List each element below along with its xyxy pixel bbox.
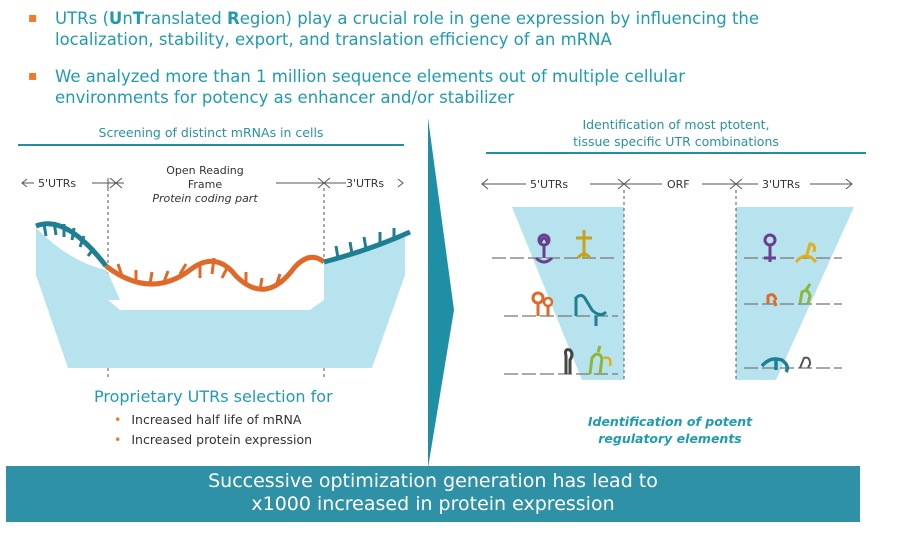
mrna-5utr-strand <box>35 221 108 268</box>
benefit-item-half-life: •Increased half life of mRNA <box>114 412 302 427</box>
left-header-rule <box>18 144 404 146</box>
right-utr3-label: 3'UTRs <box>762 178 801 191</box>
mrna-3utr-strand <box>323 229 412 265</box>
bullet-marker: • <box>114 432 122 447</box>
bullet-marker: ▪ <box>28 10 38 26</box>
right-panel-header: Identification of most ptotent,tissue sp… <box>573 117 779 149</box>
right-header-rule <box>486 152 866 154</box>
utr-element-5-row2 <box>531 291 608 326</box>
proprietary-utrs-title: Proprietary UTRs selection for <box>94 387 333 406</box>
right-bracket-arrows <box>481 178 853 190</box>
bullet-marker: • <box>114 412 122 427</box>
utr3-funnel <box>736 207 854 380</box>
utr-element-3-row3 <box>760 356 812 373</box>
bullet-marker: ▪ <box>28 68 38 84</box>
utr-element-5-row1 <box>534 230 592 264</box>
left-utr3-label: 3'UTRs <box>346 177 385 190</box>
cell-tray-shape <box>36 228 405 368</box>
utr-element-3-row1 <box>763 233 818 264</box>
utr-element-3-row2 <box>766 283 812 307</box>
bullet-text-1: UTRs (UnTranslated Region) play a crucia… <box>55 9 760 49</box>
right-orf-label: ORF <box>667 178 690 191</box>
mrna-orf-bases <box>116 257 300 291</box>
left-bracket-arrows <box>21 177 404 189</box>
benefit-item-protein-expression: •Increased protein expression <box>114 432 313 447</box>
left-panel-header: Screening of distinct mRNAs in cells <box>98 125 324 140</box>
result-banner <box>6 466 860 522</box>
bullet-analysis: ▪ We analyzed more than 1 million sequen… <box>28 66 828 108</box>
divider-chevron <box>428 118 454 468</box>
left-utr5-label: 5'UTRs <box>38 177 77 190</box>
utr-element-5-row3 <box>564 345 612 375</box>
utr5-funnel <box>512 207 624 380</box>
right-utr5-label: 5'UTRs <box>530 178 569 191</box>
bullet-text-2: We analyzed more than 1 million sequence… <box>55 67 685 107</box>
result-banner-text: Successive optimization generation has l… <box>208 470 658 515</box>
mrna-5utr-bases <box>42 221 96 257</box>
bullet-utr-role: ▪ UTRs (UnTranslated Region) play a cruc… <box>28 8 848 50</box>
mrna-orf-strand <box>104 254 326 292</box>
mrna-3utr-bases <box>334 228 396 259</box>
